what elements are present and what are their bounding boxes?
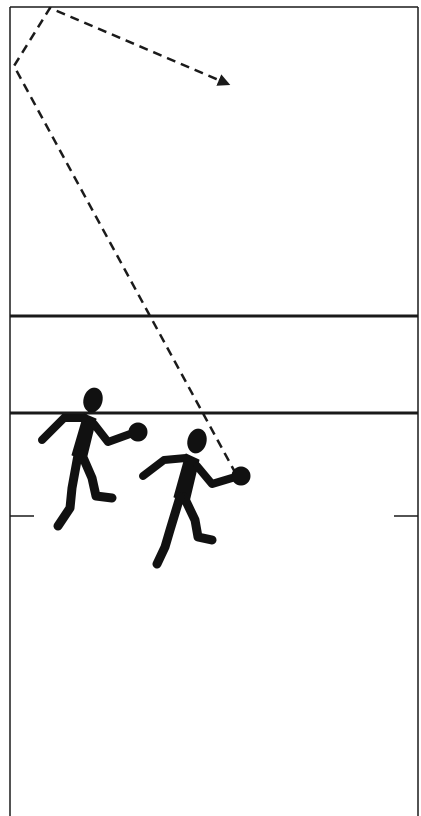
- racquetball-court-diagram: [0, 0, 421, 816]
- court-background: [0, 0, 421, 816]
